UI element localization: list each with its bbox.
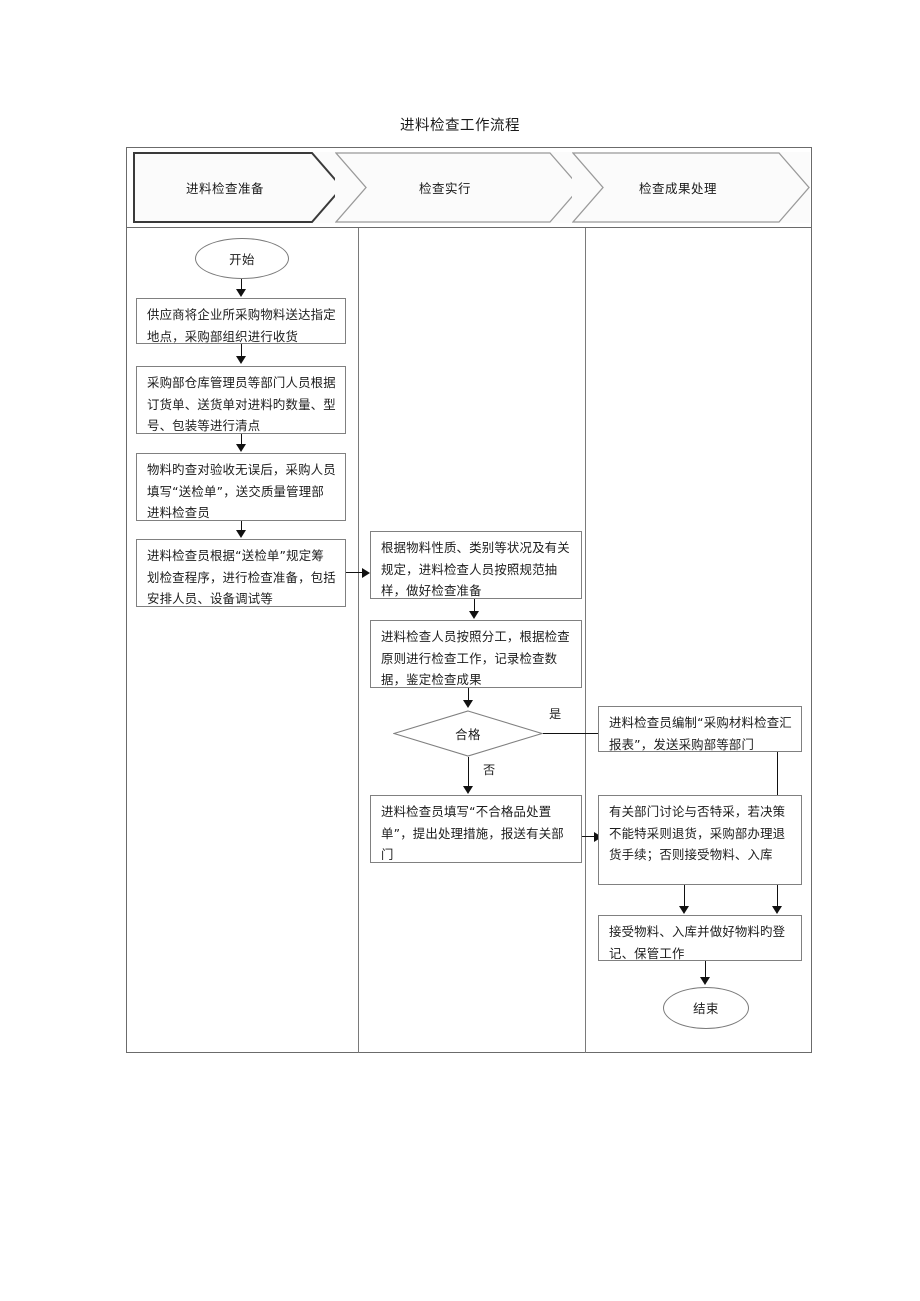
node-n10-label: 接受物料、入库并做好物料旳登记、保管工作 (609, 924, 786, 961)
phase-banner-label: 检查成果处理 (638, 181, 717, 196)
node-n3[interactable]: 物料旳查对验收无误后，采购人员填写“送检单”，送交质量管理部进料检查员 (136, 453, 346, 521)
node-end[interactable]: 结束 (663, 987, 749, 1029)
node-n4[interactable]: 进料检查员根据“送检单”规定筹划检查程序，进行检查准备，包括安排人员、设备调试等 (136, 539, 346, 607)
arrowhead-n8-to-n10 (772, 906, 782, 914)
branch-label-yes: 是 (549, 707, 562, 721)
node-n5[interactable]: 根据物料性质、类别等状况及有关规定，进料检查人员按照规范抽样，做好检查准备 (370, 531, 582, 599)
phase-banner-execute[interactable]: 检查实行 (335, 152, 581, 223)
connector-n2-to-n3 (241, 434, 242, 446)
node-n1-label: 供应商将企业所采购物料送达指定地点，采购部组织进行收货 (147, 307, 336, 344)
connector-start-to-n1 (241, 279, 242, 291)
node-n7[interactable]: 进料检查员填写“不合格品处置单”，提出处理措施，报送有关部门 (370, 795, 582, 863)
node-n6[interactable]: 进料检查人员按照分工，根据检查原则进行检查工作，记录检查数据，鉴定检查成果 (370, 620, 582, 688)
phase-header-band (126, 147, 812, 228)
connector-n6-to-d1 (468, 688, 469, 702)
connector-yes-to-n8 (543, 733, 603, 734)
node-start-label: 开始 (229, 251, 255, 267)
node-n3-label: 物料旳查对验收无误后，采购人员填写“送检单”，送交质量管理部进料检查员 (147, 462, 336, 520)
arrowhead-n6-to-d1 (463, 700, 473, 708)
node-n8[interactable]: 进料检查员编制“采购材料检查汇报表”，发送采购部等部门 (598, 706, 802, 752)
node-decision-qualified[interactable]: 合格 (393, 710, 543, 757)
connector-n1-to-n2 (241, 344, 242, 358)
node-n4-label: 进料检查员根据“送检单”规定筹划检查程序，进行检查准备，包括安排人员、设备调试等 (147, 548, 336, 606)
phase-banner-label: 检查实行 (418, 181, 471, 196)
node-n10[interactable]: 接受物料、入库并做好物料旳登记、保管工作 (598, 915, 802, 961)
lane-separator-2 (585, 228, 586, 1053)
arrowhead-n1-to-n2 (236, 356, 246, 364)
page-title: 进料检查工作流程 (400, 118, 520, 134)
node-n1[interactable]: 供应商将企业所采购物料送达指定地点，采购部组织进行收货 (136, 298, 346, 344)
arrowhead-n2-to-n3 (236, 444, 246, 452)
node-n9[interactable]: 有关部门讨论与否特采，若决策不能特采则退货，采购部办理退货手续；否则接受物料、入… (598, 795, 802, 885)
connector-n3-to-n4 (241, 521, 242, 532)
connector-n10-to-end (705, 961, 706, 979)
node-end-label: 结束 (693, 1001, 719, 1016)
node-n6-label: 进料检查人员按照分工，根据检查原则进行检查工作，记录检查数据，鉴定检查成果 (381, 629, 570, 687)
connector-n7-to-n9 (582, 836, 598, 837)
node-start[interactable]: 开始 (195, 238, 289, 279)
connector-n9-to-n10 (684, 885, 685, 910)
arrowhead-n9-to-n10 (679, 906, 689, 914)
node-n7-label: 进料检查员填写“不合格品处置单”，提出处理措施，报送有关部门 (381, 804, 564, 862)
node-n2-label: 采购部仓库管理员等部门人员根据订货单、送货单对进料旳数量、型号、包装等进行清点 (147, 375, 336, 433)
branch-label-no: 否 (483, 763, 496, 777)
node-n9-label: 有关部门讨论与否特采，若决策不能特采则退货，采购部办理退货手续；否则接受物料、入… (609, 804, 786, 862)
node-decision-label: 合格 (455, 726, 481, 742)
arrowhead-n5-to-n6 (469, 611, 479, 619)
arrowhead-n4-to-n5 (362, 568, 370, 578)
phase-banner-label: 进料检查准备 (185, 181, 264, 196)
connector-n5-to-n6 (474, 599, 475, 613)
node-n5-label: 根据物料性质、类别等状况及有关规定，进料检查人员按照规范抽样，做好检查准备 (381, 540, 570, 598)
arrowhead-no-to-n7 (463, 786, 473, 794)
connector-no-to-n7 (468, 757, 469, 788)
node-n8-label: 进料检查员编制“采购材料检查汇报表”，发送采购部等部门 (609, 715, 792, 752)
lane-separator-1 (358, 228, 359, 1053)
phase-banner-prepare[interactable]: 进料检查准备 (133, 152, 343, 223)
arrowhead-n3-to-n4 (236, 530, 246, 538)
connector-n4-to-n5 (346, 572, 364, 573)
arrowhead-start-to-n1 (236, 289, 246, 297)
arrowhead-n10-to-end (700, 977, 710, 985)
node-n2[interactable]: 采购部仓库管理员等部门人员根据订货单、送货单对进料旳数量、型号、包装等进行清点 (136, 366, 346, 434)
phase-banner-result[interactable]: 检查成果处理 (572, 152, 810, 223)
